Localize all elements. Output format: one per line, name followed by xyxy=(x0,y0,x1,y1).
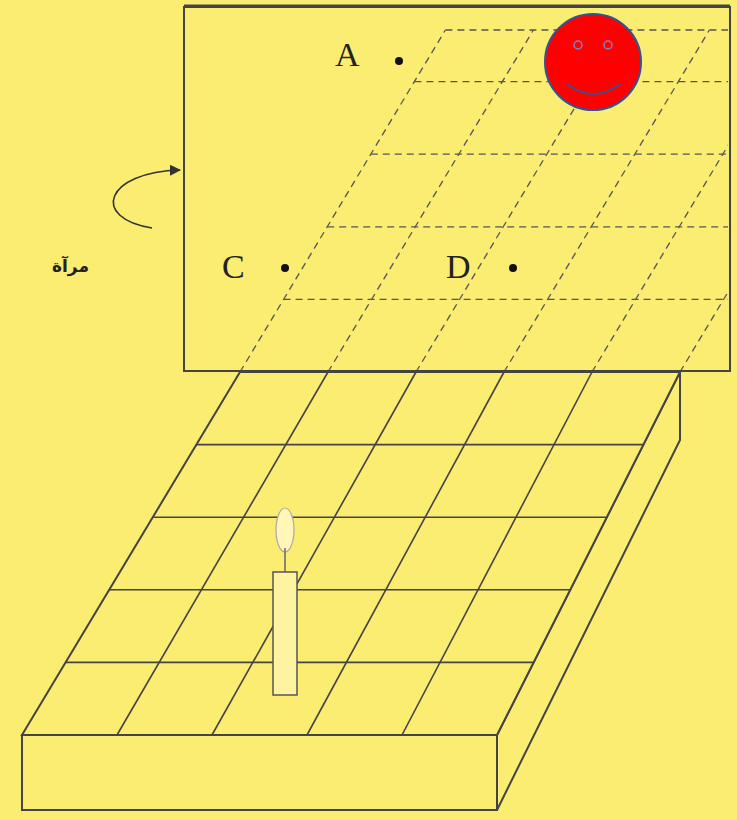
point-dot xyxy=(509,264,517,272)
point-label: C xyxy=(222,250,245,284)
mirror-label: مرآة xyxy=(52,258,89,275)
mirror-top-edge xyxy=(184,5,730,8)
reflected-grid xyxy=(240,30,728,370)
slab-front xyxy=(22,735,497,810)
candle-flame xyxy=(276,508,294,552)
point-dot xyxy=(281,264,289,272)
point-dot xyxy=(395,57,403,65)
floor-grid xyxy=(66,372,644,735)
slab-top xyxy=(22,372,680,735)
smiley-face xyxy=(545,14,641,110)
point-label: A xyxy=(335,38,360,72)
candle-wick xyxy=(284,548,286,572)
pointer-arrow xyxy=(113,170,180,228)
mirror xyxy=(184,7,730,371)
candle xyxy=(273,572,297,695)
point-label: D xyxy=(446,250,471,284)
